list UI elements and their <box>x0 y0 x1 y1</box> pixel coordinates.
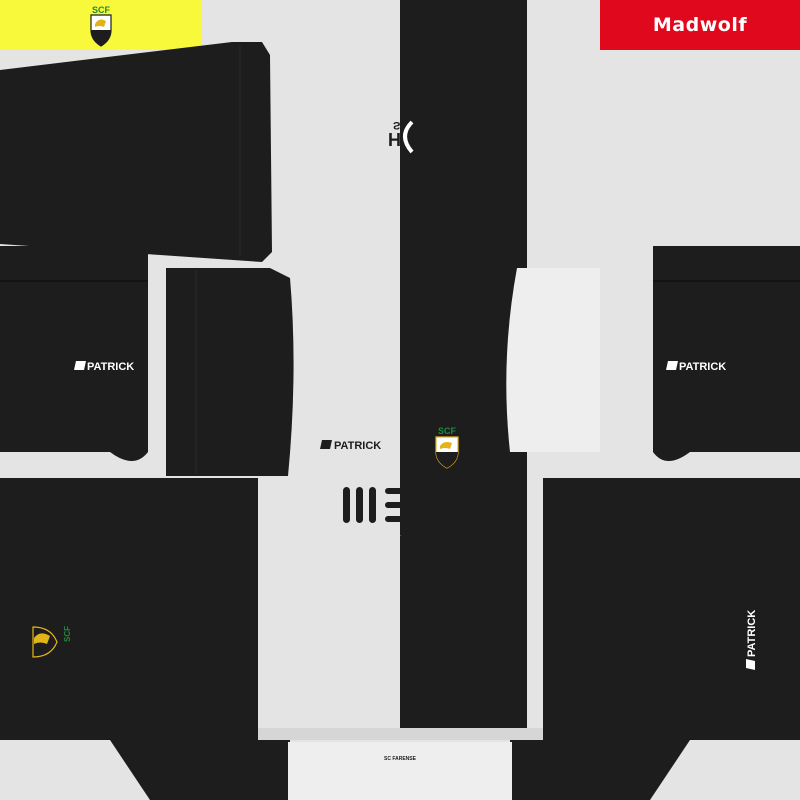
club-crest-icon: SCF <box>435 426 459 469</box>
main-sponsor-logo: MEO <box>343 487 458 537</box>
brand-right-panel: PATRICK <box>679 361 726 373</box>
patrick-logo-icon: PATRICK <box>74 361 134 373</box>
right-side-panel <box>653 246 800 461</box>
shorts-waist-panel <box>288 742 512 800</box>
club-crest-icon: SCF <box>90 5 112 47</box>
shorts-right-leg <box>510 478 800 800</box>
shorts-waistband <box>258 728 543 740</box>
brand-shorts-leg: PATRICK <box>746 610 758 657</box>
author-name: Madwolf <box>652 14 748 36</box>
author-badge: Madwolf <box>600 0 800 50</box>
main-sponsor-name: MEO <box>399 535 402 537</box>
patrick-logo-icon: PATRICK <box>320 440 381 452</box>
back-stripe <box>400 0 527 730</box>
shorts-waist-label: SC FARENSE <box>384 756 417 762</box>
back-sponsor-mark-icon <box>403 116 445 156</box>
crest-box: SCF <box>0 0 202 50</box>
back-sponsor-tag: GRUPO <box>400 153 415 158</box>
shorts-crest-initials: SCF <box>63 626 72 642</box>
brand-front-chest: PATRICK <box>334 440 381 452</box>
front-crest-initials: SCF <box>438 426 457 436</box>
patrick-logo-icon: PATRICK <box>746 610 758 670</box>
sleeve-cuff <box>166 268 294 476</box>
patrick-logo-icon: PATRICK <box>666 361 726 373</box>
left-side-panel <box>0 246 148 461</box>
back-sponsor-sub: SAÚDE <box>393 119 432 132</box>
crest-initials-top: SCF <box>92 5 111 15</box>
long-sleeve <box>0 42 272 262</box>
club-crest-icon: SCF <box>32 626 72 658</box>
shorts-left-leg <box>0 478 290 800</box>
inner-sleeve-panel <box>506 268 600 452</box>
brand-left-panel: PATRICK <box>87 361 134 373</box>
